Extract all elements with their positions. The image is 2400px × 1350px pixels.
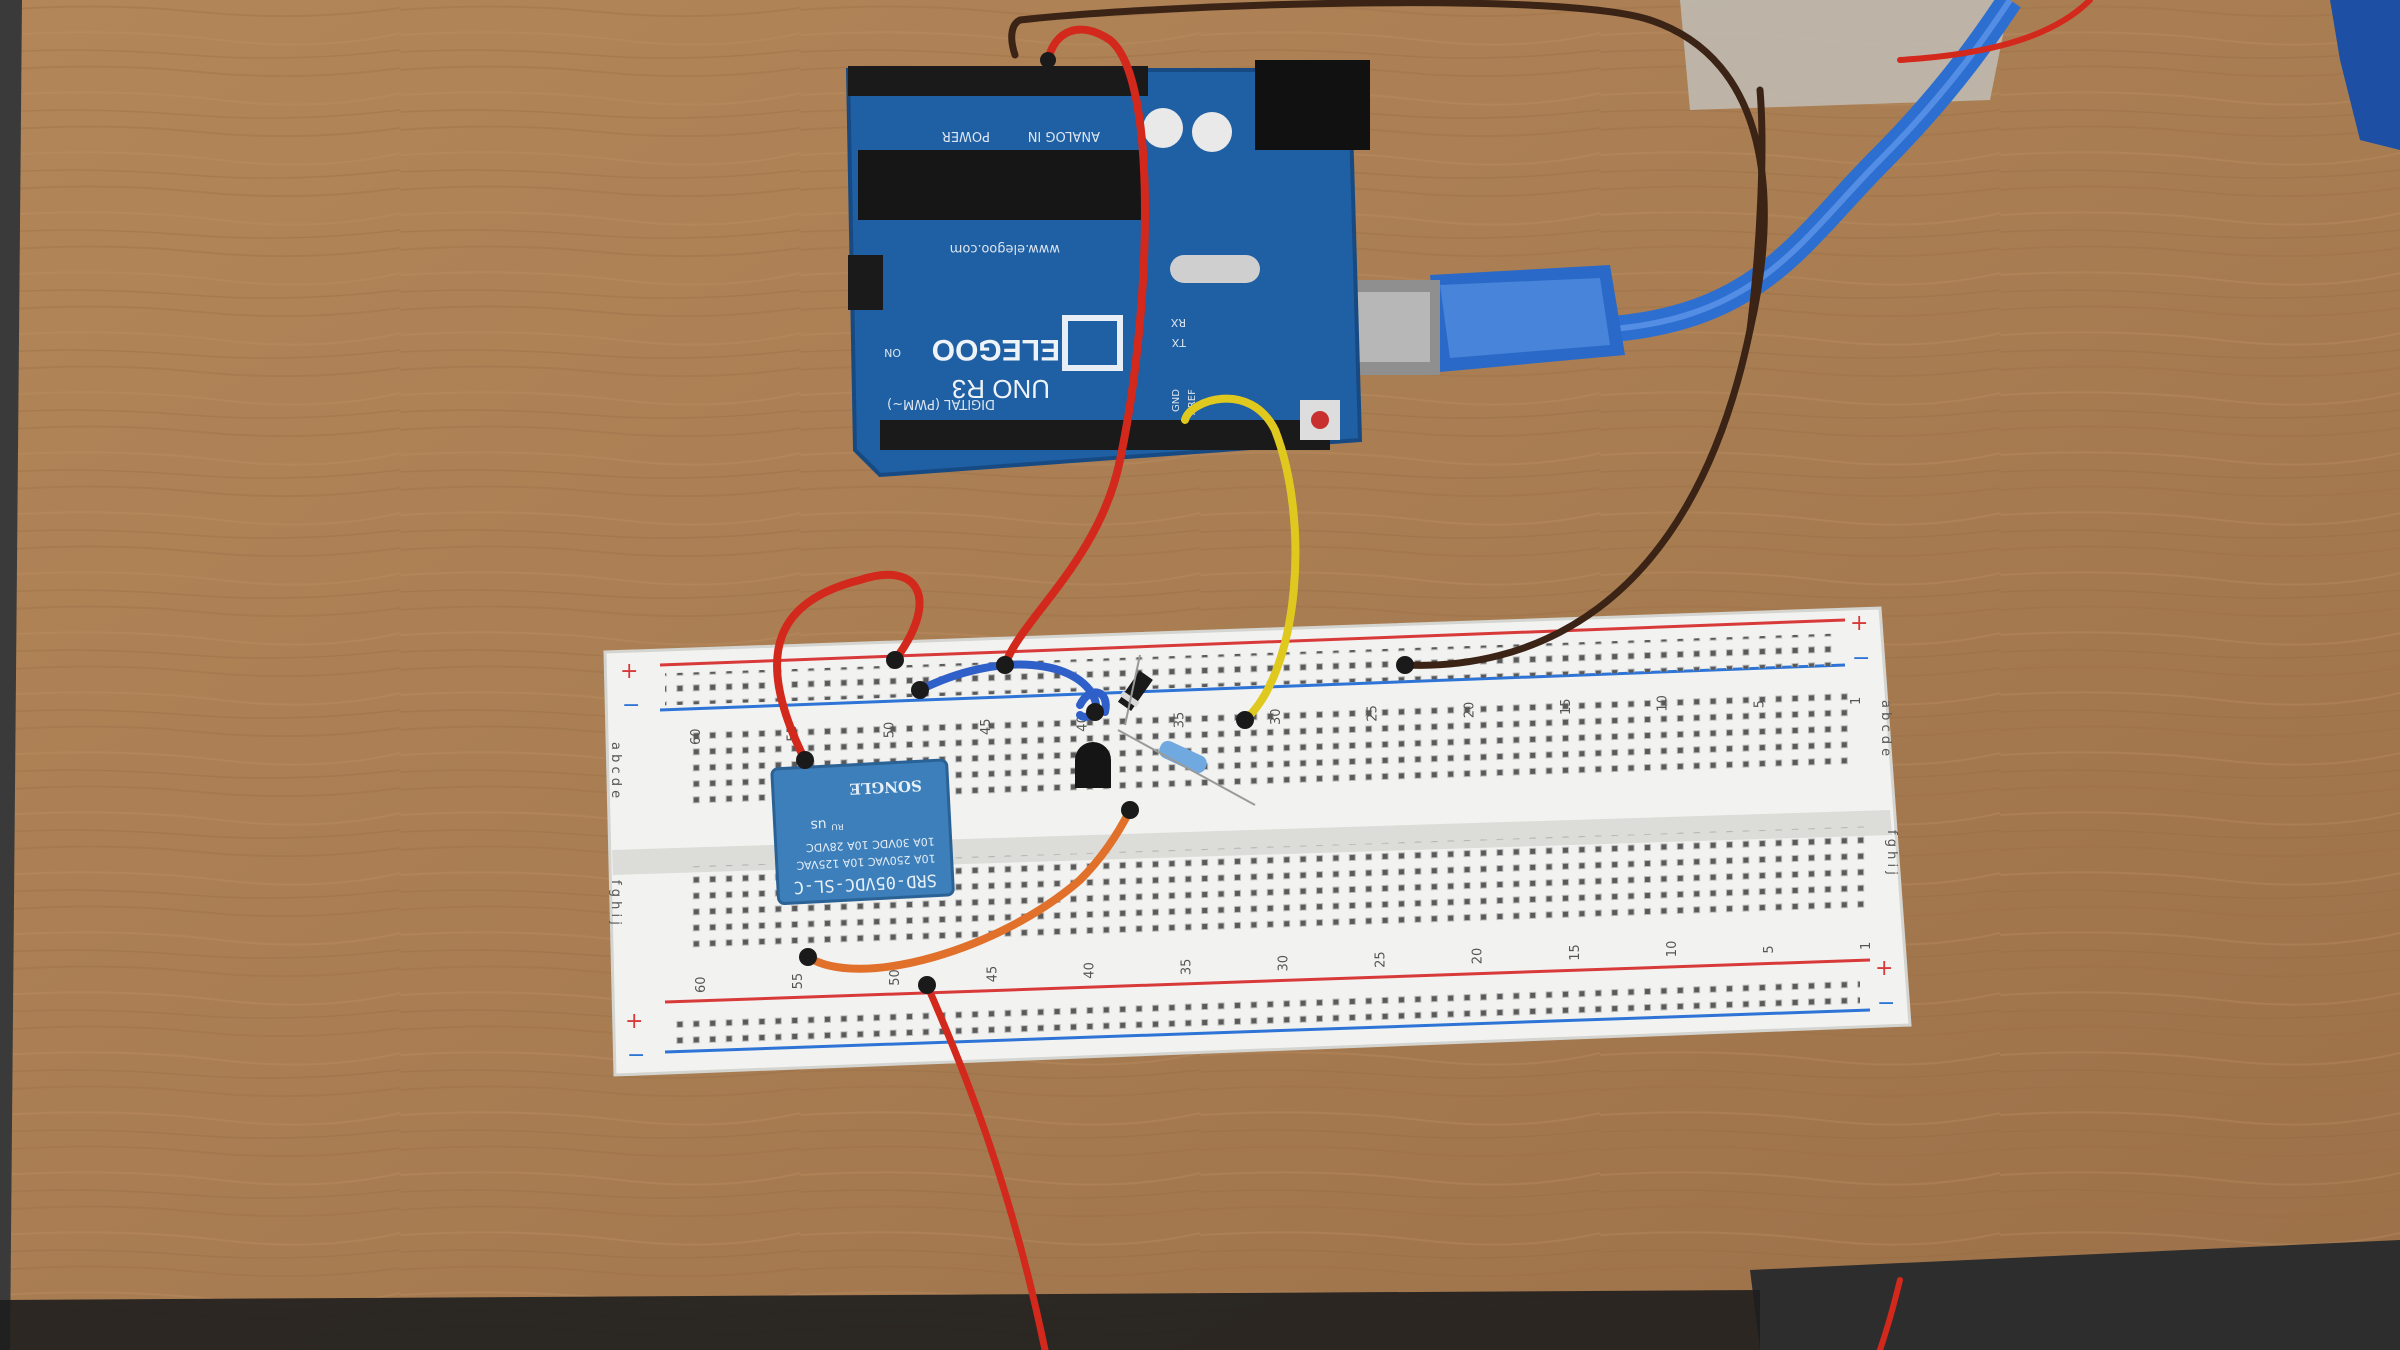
row-number: 5 — [1752, 700, 1767, 708]
elegoo-logo-mark — [1062, 315, 1123, 371]
row-number: 30 — [1277, 955, 1292, 972]
row-letters-top: a b c d e — [608, 742, 623, 798]
red-wire-loop — [772, 570, 924, 764]
board-model: UNO R3 — [952, 374, 1050, 404]
board-on-label: ON — [884, 346, 901, 359]
row-number: 60 — [689, 728, 704, 745]
transistor — [1075, 742, 1111, 788]
red-wire-bottom-right — [1877, 1277, 1903, 1350]
board-url: www.elegoo.com — [950, 241, 1060, 256]
rail-plus-mark: + — [620, 659, 638, 684]
board-power-label: POWER — [942, 128, 990, 143]
relay-mark: ᴿᵁ us — [810, 815, 844, 833]
resistor — [1159, 740, 1207, 774]
blue-object-corner — [2330, 0, 2400, 150]
red-wire-top-right — [1897, 0, 2093, 63]
rail-plus-line-top — [659, 618, 1846, 667]
terminal-holes-top — [690, 689, 1850, 811]
row-letters-bottom: f g h i j — [608, 880, 623, 925]
row-number: 1 — [1849, 697, 1864, 705]
board-digital-label: DIGITAL (PWM~) — [887, 396, 995, 411]
row-number: 45 — [985, 966, 1000, 983]
diode — [1117, 670, 1153, 711]
red-wire-bottom — [923, 981, 1049, 1350]
row-number: 55 — [791, 973, 806, 990]
rail-plus-line-bottom — [664, 958, 1871, 1004]
floor-shadow — [1750, 1240, 2400, 1350]
wire-plug-ends — [796, 52, 1414, 994]
black-wire-end — [1746, 86, 1766, 334]
rail-minus-line-bottom — [664, 1008, 1871, 1054]
row-numbers-bottom: 60 55 50 45 40 35 30 25 20 15 10 5 1 — [694, 941, 1874, 993]
power-header — [848, 66, 1148, 96]
row-number: 20 — [1471, 948, 1486, 965]
dc-power-jack — [1255, 60, 1370, 150]
board-rx-label: RX — [1170, 316, 1186, 329]
row-number: 5 — [1762, 945, 1777, 953]
board-aref-label: AREF — [1187, 389, 1198, 415]
red-wire-5v — [1001, 25, 1149, 669]
rail-minus-mark: − — [1852, 646, 1870, 671]
capacitor — [1192, 112, 1232, 152]
terminal-holes-bottom — [690, 826, 1865, 949]
board-gnd-label: GND — [1171, 389, 1182, 412]
atmega-chip — [858, 150, 1143, 220]
arduino-board: ELEGOO UNO R3 www.elegoo.com DIGITAL (PW… — [845, 60, 1370, 478]
rail-minus-line-top — [659, 663, 1846, 712]
row-number: 20 — [1462, 702, 1477, 719]
black-wire-gnd — [1008, 0, 1768, 669]
icsp-header — [848, 255, 883, 310]
row-number: 25 — [1374, 951, 1389, 968]
board-analog-label: ANALOG IN — [1028, 128, 1100, 143]
rail-plus-mark: + — [1875, 956, 1893, 981]
rail-holes-top — [665, 633, 1840, 706]
tape-piece — [1680, 0, 2010, 110]
row-number: 15 — [1559, 698, 1574, 715]
row-number: 60 — [694, 976, 709, 993]
yellow-wire-signal — [1181, 394, 1300, 724]
row-number: 10 — [1665, 941, 1680, 958]
row-number: 25 — [1366, 705, 1381, 722]
orange-wire — [804, 806, 1134, 973]
row-number: 1 — [1859, 942, 1874, 950]
digital-header — [880, 420, 1330, 450]
crystal — [1170, 255, 1260, 283]
relay-brand: SONGLE — [849, 776, 922, 798]
row-number: 35 — [1172, 712, 1187, 729]
row-number: 35 — [1179, 959, 1194, 976]
rail-plus-mark: + — [1850, 611, 1868, 636]
row-number: 10 — [1656, 695, 1671, 712]
capacitor — [1143, 108, 1183, 148]
row-number: 50 — [882, 722, 897, 739]
relay-module: SRD-05VDC-SL-C 10A 250VAC 10A 125VAC 10A… — [770, 758, 955, 906]
rail-plus-mark: + — [625, 1009, 643, 1034]
row-number: 45 — [979, 718, 994, 735]
row-number: 50 — [888, 969, 903, 986]
wires — [772, 0, 2093, 1350]
floor-shadow-2 — [0, 1290, 1760, 1350]
row-number: 40 — [1082, 962, 1097, 979]
board-brand: ELEGOO — [932, 333, 1060, 366]
rail-minus-mark: − — [1877, 991, 1895, 1016]
row-letters-top-right: a b c d e — [1878, 700, 1893, 756]
row-letters-bottom-right: f g h i j — [1884, 830, 1899, 875]
rail-minus-mark: − — [622, 693, 640, 718]
row-number: 15 — [1568, 944, 1583, 961]
blue-wire-short — [1076, 688, 1110, 716]
board-tx-label: TX — [1171, 336, 1187, 349]
rail-holes-bottom — [670, 974, 1860, 1048]
rail-minus-mark: − — [627, 1043, 645, 1068]
table-edge-shadow — [0, 0, 22, 1350]
row-number: 30 — [1269, 708, 1284, 725]
